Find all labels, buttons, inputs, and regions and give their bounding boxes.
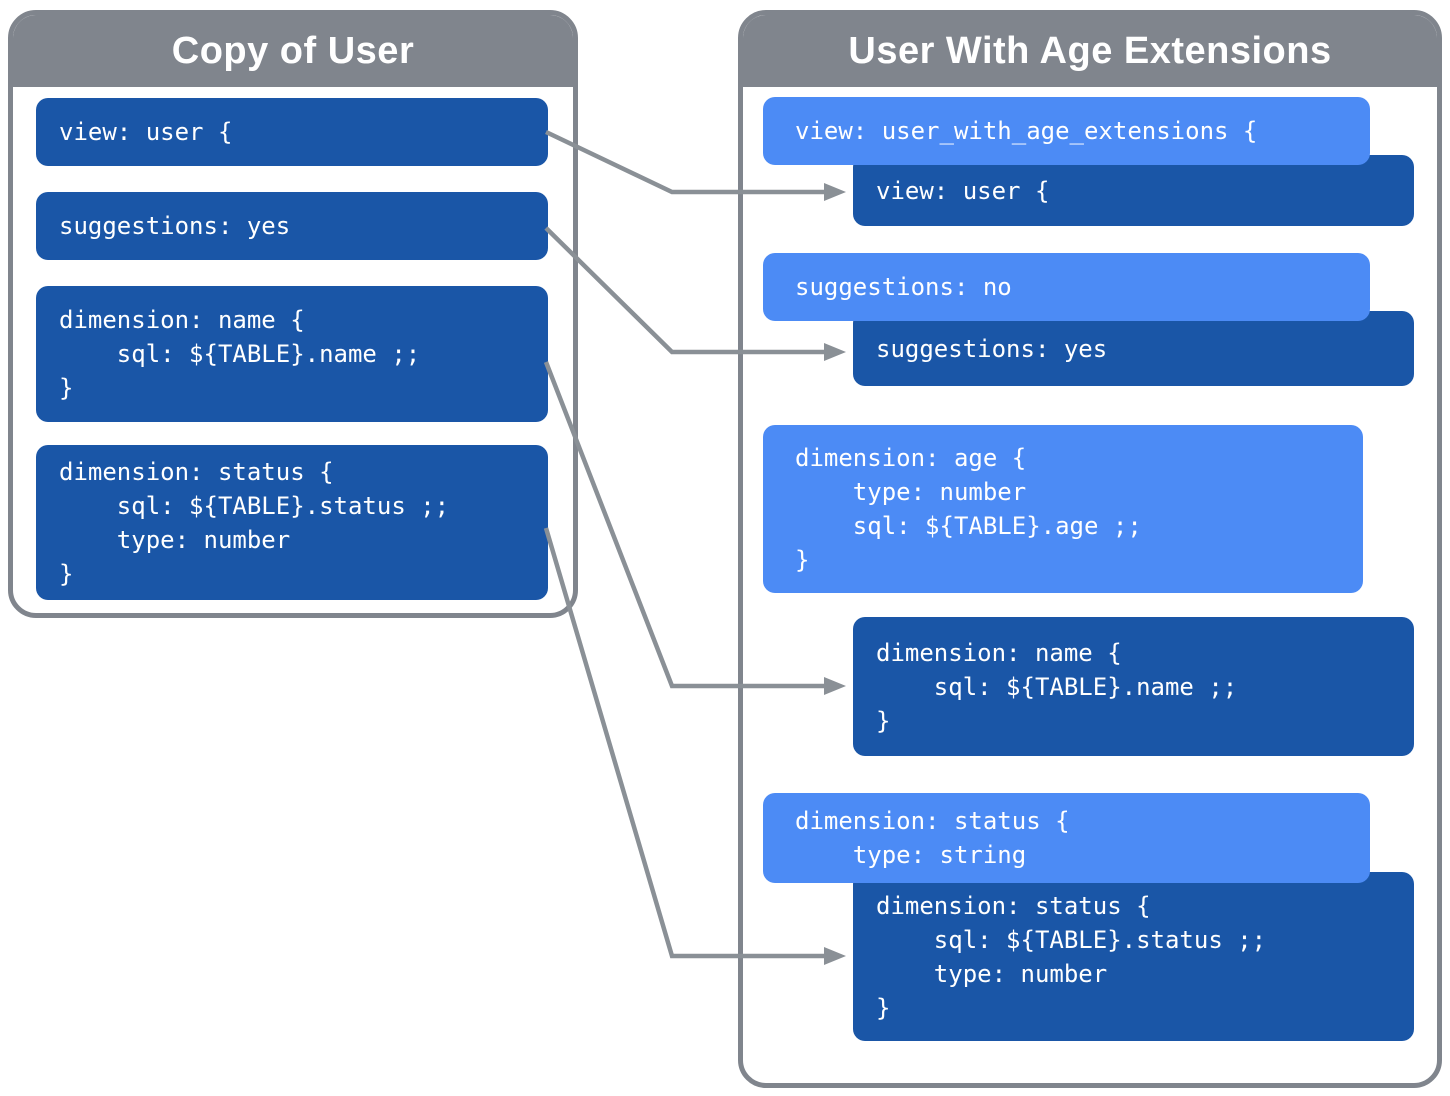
code-line: dimension: status { [876, 891, 1151, 920]
code-line: dimension: name { [59, 306, 305, 334]
panel-copy-of-user-header: Copy of User [13, 15, 573, 87]
code-block-dimension-status: dimension: status { sql: ${TABLE}.status… [36, 445, 548, 600]
code-line: view: user { [59, 118, 233, 146]
code-line: type: string [795, 841, 1027, 869]
code-line: sql: ${TABLE}.status ;; [59, 491, 450, 520]
code-block-dimension-status-inherited: dimension: status { sql: ${TABLE}.status… [853, 872, 1414, 1041]
code-block-suggestions-yes: suggestions: yes [36, 192, 548, 260]
code-line: sql: ${TABLE}.name ;; [59, 340, 421, 368]
code-block-dimension-name: dimension: name { sql: ${TABLE}.name ;;} [36, 286, 548, 422]
code-line: dimension: status { [59, 457, 334, 486]
code-block-suggestions-no: suggestions: no [763, 253, 1370, 321]
code-line: sql: ${TABLE}.name ;; [876, 672, 1238, 701]
code-block-dimension-age: dimension: age { type: number sql: ${TAB… [763, 425, 1363, 593]
code-block-view-user: view: user { [36, 98, 548, 166]
code-line: suggestions: yes [876, 334, 1108, 363]
code-block-dimension-name-inherited: dimension: name { sql: ${TABLE}.name ;;} [853, 617, 1414, 756]
panel-title-user-with-age-extensions: User With Age Extensions [848, 29, 1332, 72]
code-line: dimension: name { [876, 638, 1122, 667]
code-line: type: number [876, 959, 1108, 988]
code-line: sql: ${TABLE}.status ;; [876, 925, 1267, 954]
code-block-view-extensions: view: user_with_age_extensions { [763, 97, 1370, 165]
code-block-suggestions-yes-inherited: suggestions: yes [853, 311, 1414, 386]
code-line: } [59, 559, 74, 588]
code-line: type: number [795, 478, 1027, 506]
code-block-view-user-inherited: view: user { [853, 155, 1414, 226]
code-line: type: number [59, 525, 291, 554]
panel-user-with-age-extensions-header: User With Age Extensions [743, 15, 1437, 87]
code-line: } [876, 993, 891, 1022]
code-line: view: user_with_age_extensions { [795, 117, 1258, 145]
code-line: dimension: status { [795, 807, 1070, 835]
code-block-dimension-status-override: dimension: status { type: string [763, 793, 1370, 883]
code-line: } [795, 546, 810, 574]
code-line: sql: ${TABLE}.age ;; [795, 512, 1142, 540]
code-line: } [59, 374, 74, 402]
code-line: } [876, 706, 891, 735]
code-line: view: user { [876, 176, 1050, 205]
panel-title-copy-of-user: Copy of User [171, 29, 415, 72]
code-line: suggestions: yes [59, 212, 291, 240]
code-line: dimension: age { [795, 444, 1027, 472]
code-line: suggestions: no [795, 273, 1012, 301]
